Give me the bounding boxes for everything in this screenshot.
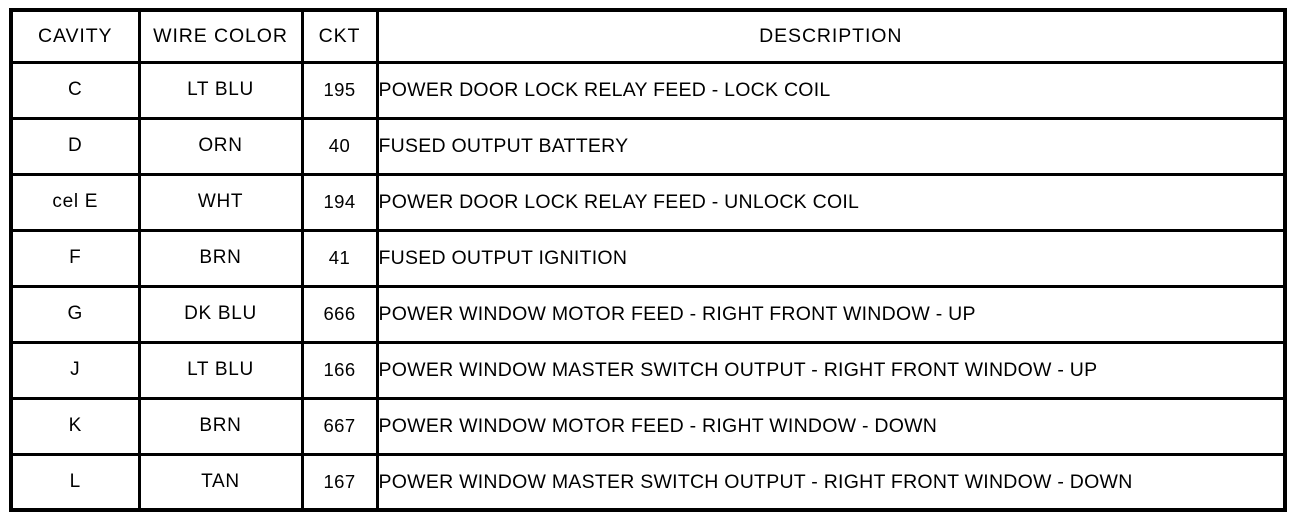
cell-description: POWER WINDOW MASTER SWITCH OUTPUT - RIGH… <box>375 340 1287 400</box>
cell-wire-color: DK BLU <box>137 284 304 344</box>
cell-description: FUSED OUTPUT IGNITION <box>375 228 1287 288</box>
cell-ckt: 667 <box>300 396 379 456</box>
cell-description: POWER WINDOW MOTOR FEED - RIGHT WINDOW -… <box>375 396 1287 456</box>
cell-ckt: 167 <box>300 452 379 512</box>
cell-cavity: C <box>9 60 141 120</box>
cell-cavity: J <box>9 340 141 400</box>
table-header: CAVITY WIRE COLOR CKT DESCRIPTION <box>9 8 1287 64</box>
cell-cavity: G <box>9 284 141 344</box>
column-header-wire-color: WIRE COLOR <box>137 8 304 64</box>
cell-description: FUSED OUTPUT BATTERY <box>375 116 1287 176</box>
cell-wire-color: BRN <box>137 396 304 456</box>
cell-description: POWER DOOR LOCK RELAY FEED - LOCK COIL <box>375 60 1287 120</box>
table-header-row: CAVITY WIRE COLOR CKT DESCRIPTION <box>9 8 1287 64</box>
cell-ckt: 166 <box>300 340 379 400</box>
cell-wire-color: TAN <box>137 452 304 512</box>
cell-description: POWER WINDOW MOTOR FEED - RIGHT FRONT WI… <box>375 284 1287 344</box>
cell-cavity: L <box>9 452 141 512</box>
cell-description: POWER DOOR LOCK RELAY FEED - UNLOCK COIL <box>375 172 1287 232</box>
cell-wire-color: LT BLU <box>137 60 304 120</box>
column-header-cavity: CAVITY <box>9 8 141 64</box>
cell-wire-color: WHT <box>137 172 304 232</box>
cell-ckt: 195 <box>300 60 379 120</box>
cell-ckt: 194 <box>300 172 379 232</box>
cell-ckt: 40 <box>300 116 379 176</box>
cell-cavity: K <box>9 396 141 456</box>
cell-wire-color: LT BLU <box>137 340 304 400</box>
cell-cavity: cel E <box>9 172 141 232</box>
cell-cavity: D <box>9 116 141 176</box>
cell-description: POWER WINDOW MASTER SWITCH OUTPUT - RIGH… <box>375 452 1287 512</box>
cell-ckt: 41 <box>300 228 379 288</box>
cell-ckt: 666 <box>300 284 379 344</box>
cell-wire-color: BRN <box>137 228 304 288</box>
column-header-description: DESCRIPTION <box>375 8 1287 64</box>
cell-wire-color: ORN <box>137 116 304 176</box>
cell-cavity: F <box>9 228 141 288</box>
column-header-ckt: CKT <box>300 8 379 64</box>
